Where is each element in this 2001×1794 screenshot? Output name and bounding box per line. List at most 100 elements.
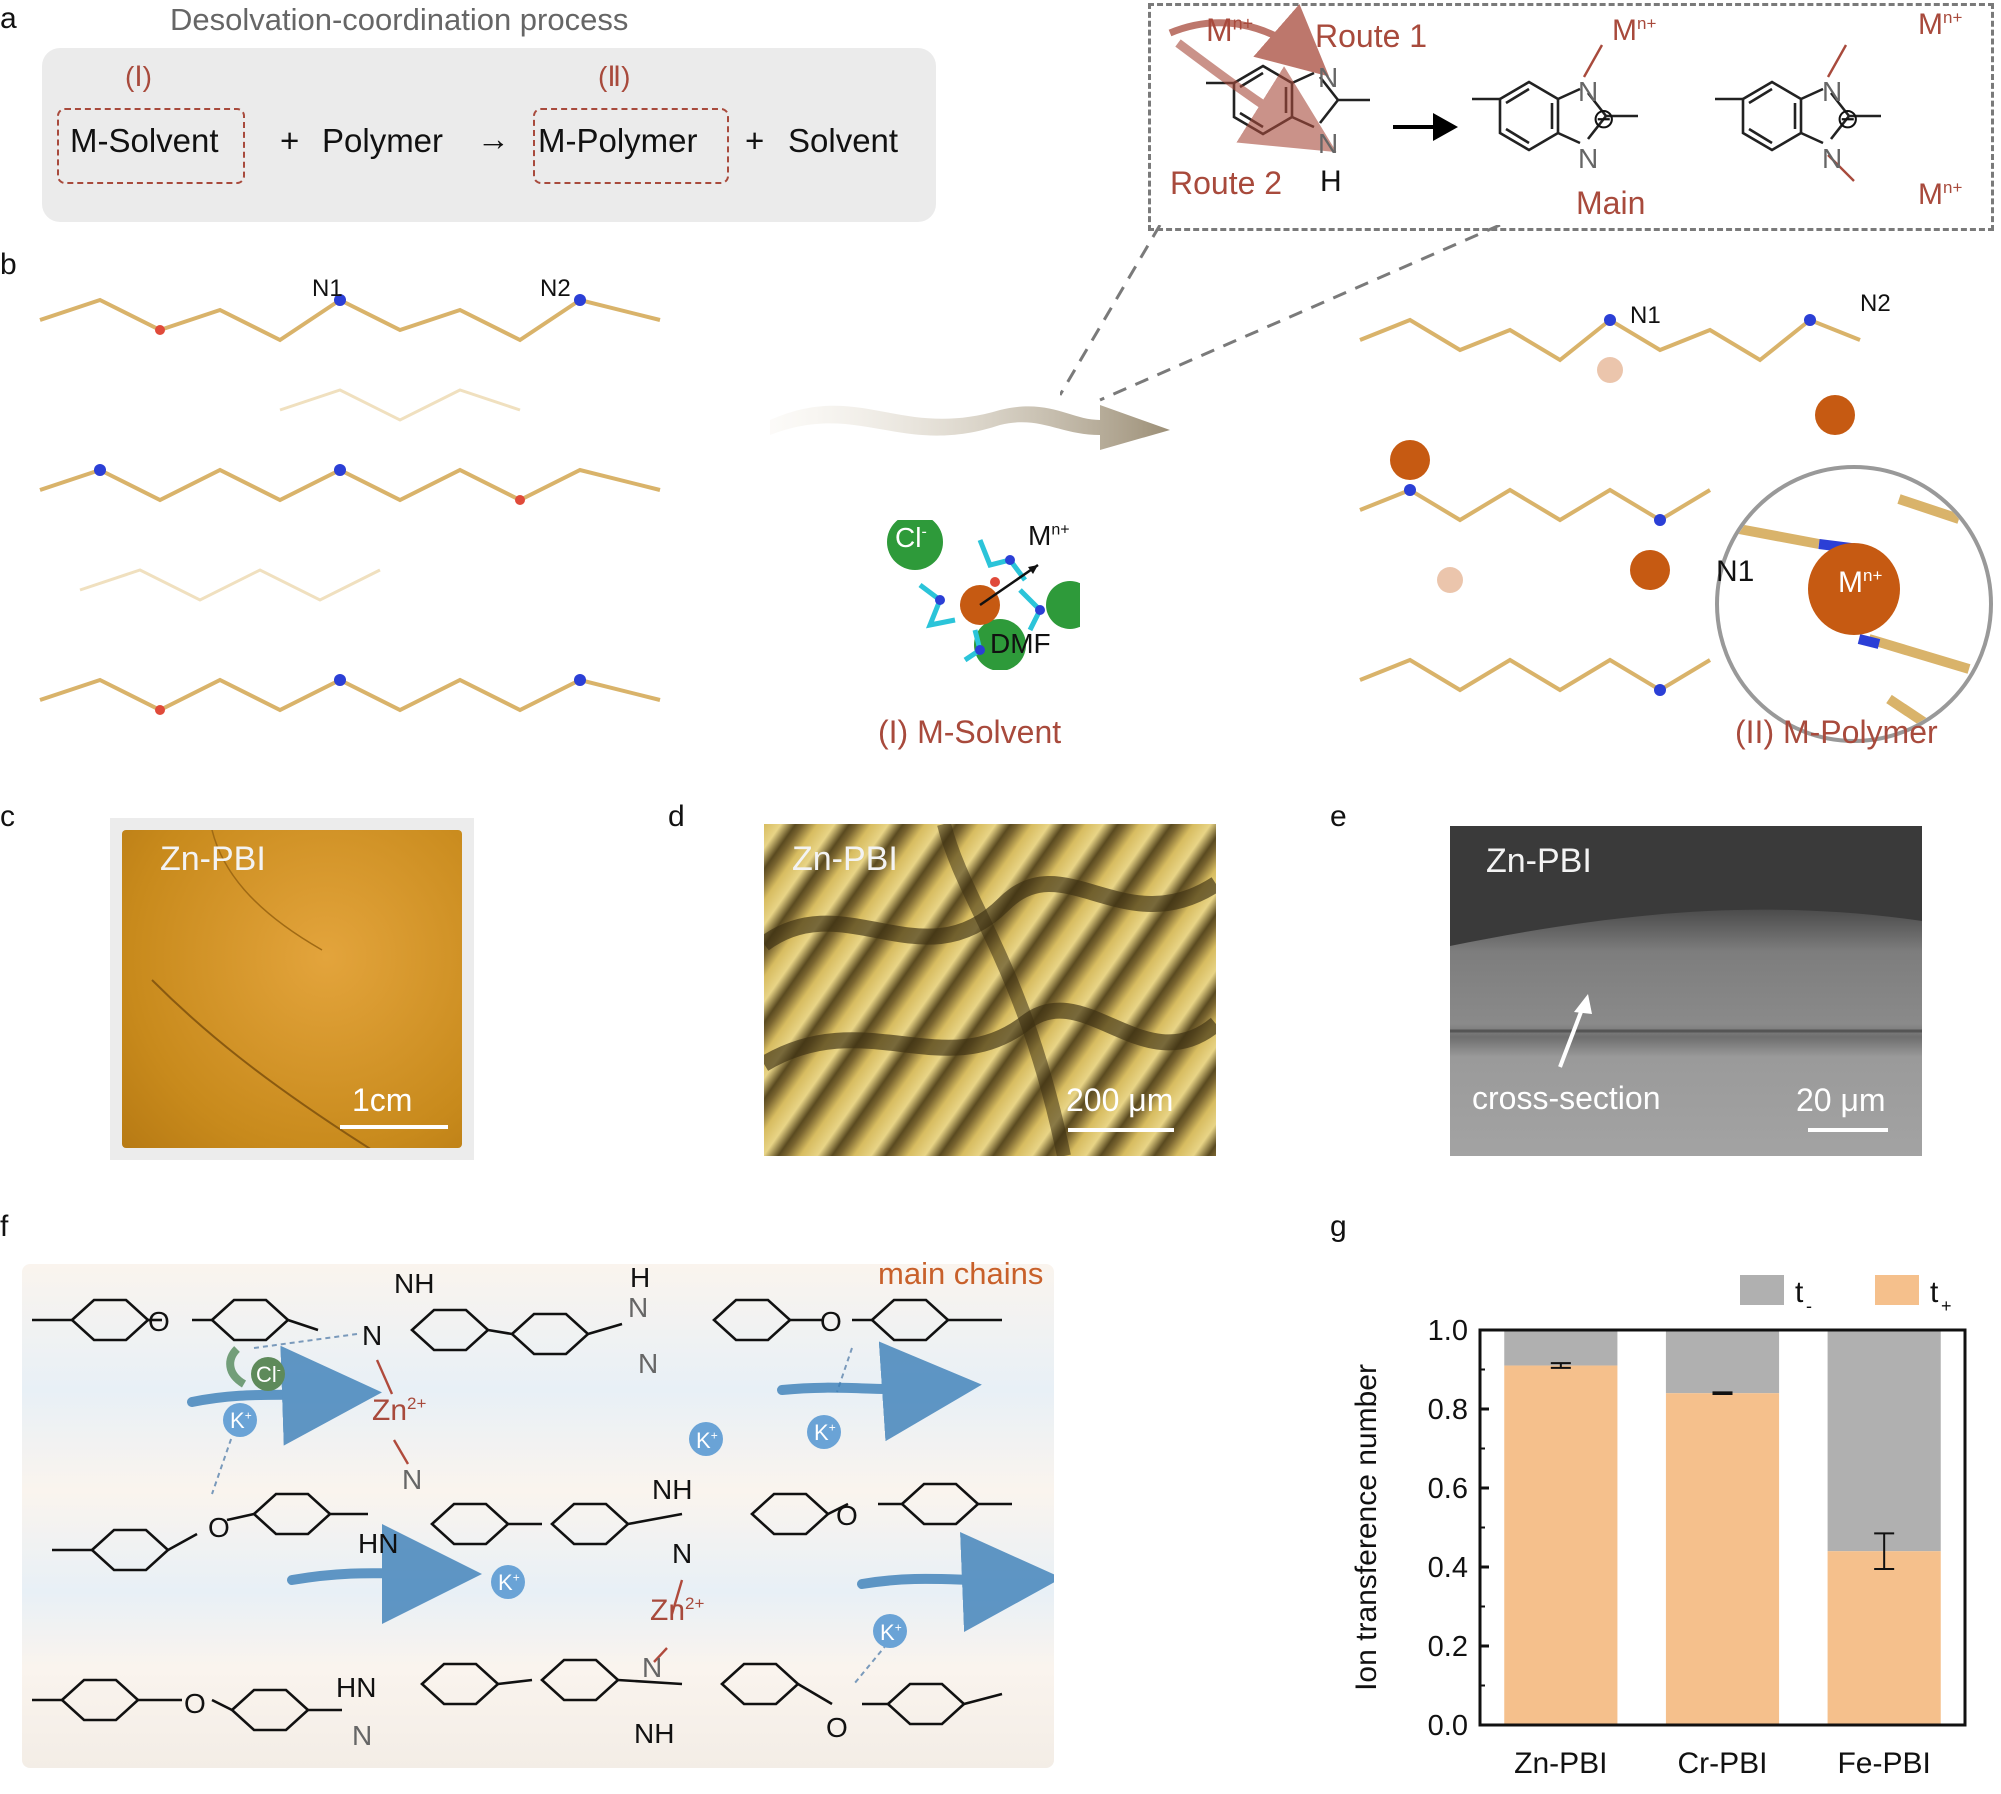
mechanism-arrow-icon xyxy=(1393,113,1458,141)
x-tick-label: Zn-PBI xyxy=(1514,1747,1607,1780)
f-k-2: K+ xyxy=(696,1428,718,1453)
panel-label-g: g xyxy=(1330,1210,1347,1243)
panel-label-b: b xyxy=(0,248,17,281)
panel-label-f: f xyxy=(0,1210,9,1243)
f-k-1: K+ xyxy=(230,1408,252,1433)
polymer-text: Polymer xyxy=(322,122,444,159)
m-solvent-metal-label: Mn+ xyxy=(1028,520,1070,551)
panel-label-d: d xyxy=(668,800,685,833)
f-hn-2: HN xyxy=(336,1672,377,1703)
route-2-arrow xyxy=(1175,39,1337,153)
legend-label-t-plus: t xyxy=(1930,1276,1939,1309)
bar-t-minus xyxy=(1665,1330,1780,1394)
legend-sub-t-minus: - xyxy=(1806,1296,1812,1316)
zoom-metal: Mn+ xyxy=(1838,566,1883,599)
route-1-arrow xyxy=(1168,4,1330,77)
panel-c-label: Zn-PBI xyxy=(160,840,266,878)
panel-a-box xyxy=(42,48,936,222)
transition-arrow xyxy=(770,405,1170,450)
x-tick-label: Fe-PBI xyxy=(1837,1747,1930,1780)
mech-metal-main: Mn+ xyxy=(1612,14,1657,47)
mech-n-bi-bottom: N xyxy=(1822,143,1843,174)
benzimidazole-3 xyxy=(1715,80,1881,152)
panel-a-title: Desolvation-coordination process xyxy=(170,2,629,37)
m-solvent-caption: (I) M-Solvent xyxy=(878,714,1062,750)
f-n-1: N xyxy=(362,1320,383,1351)
panel-label-e: e xyxy=(1330,800,1347,833)
benzimidazole-2 xyxy=(1472,80,1638,152)
y-axis-label: Ion transference number xyxy=(1350,1364,1383,1691)
n1-left: N1 xyxy=(312,275,343,302)
cl-label: Cl- xyxy=(895,522,927,553)
bar-t-plus xyxy=(1504,1365,1618,1725)
plus-2: + xyxy=(745,122,765,159)
f-cl: Cl- xyxy=(256,1362,281,1387)
f-n-6: N xyxy=(642,1652,663,1683)
main-chains-label: main chains xyxy=(878,1256,1044,1291)
mechanism-dashed-box xyxy=(1148,3,1994,231)
f-hn-1: HN xyxy=(358,1528,399,1559)
mech-n-bi-top: N xyxy=(1822,76,1843,107)
mech-minus-bi: ⊖ xyxy=(1836,103,1860,134)
panel-a-tag-1: (Ⅰ) xyxy=(125,61,152,92)
route-1-label: Route 1 xyxy=(1315,18,1428,54)
panel-c-scale-text: 1cm xyxy=(352,1082,413,1118)
n2-left: N2 xyxy=(540,275,571,302)
bar-t-plus xyxy=(1665,1393,1780,1725)
panel-d-scalebar xyxy=(1068,1128,1174,1132)
m-solvent-text: M-Solvent xyxy=(70,122,219,159)
mech-metal-route: Mn+ xyxy=(1206,12,1254,48)
f-k-3: K+ xyxy=(814,1420,836,1445)
f-o-2: O xyxy=(820,1306,842,1337)
legend-swatch-t-plus xyxy=(1875,1275,1919,1305)
mech-minus-main: ⊖ xyxy=(1592,103,1616,134)
y-tick-label: 0.6 xyxy=(1428,1473,1468,1505)
zoom-n1: N1 xyxy=(1716,555,1755,588)
panel-e-scalebar xyxy=(1808,1128,1888,1132)
reaction-arrow: → xyxy=(477,120,510,157)
zoom-dashed-lines xyxy=(1060,225,1501,402)
mech-h: H xyxy=(1320,165,1342,198)
panel-a-tag-2: (Ⅱ) xyxy=(598,61,631,92)
sem-image xyxy=(1450,826,1922,1156)
mech-n-main-bottom: N xyxy=(1578,143,1599,174)
f-zn-2: Zn2+ xyxy=(650,1594,705,1627)
m-polymer-text: M-Polymer xyxy=(538,122,698,159)
route-2-label: Route 2 xyxy=(1170,165,1283,201)
mech-n-bottom: N xyxy=(1318,128,1339,159)
zn-pbi-photo xyxy=(110,818,474,1160)
y-tick-label: 0.2 xyxy=(1428,1631,1468,1663)
panel-e-label: Zn-PBI xyxy=(1486,842,1592,880)
bar-t-plus xyxy=(1827,1551,1941,1725)
f-n-3: N xyxy=(638,1348,659,1379)
n1-right: N1 xyxy=(1630,302,1661,329)
panel-e-scale-text: 20 μm xyxy=(1796,1082,1886,1118)
mechanism-diagram xyxy=(1168,4,1881,182)
f-o-4: O xyxy=(836,1500,858,1531)
f-nh-2: NH xyxy=(652,1474,693,1505)
f-n-5: N xyxy=(672,1538,693,1569)
panel-c-scalebar xyxy=(340,1125,448,1129)
panel-label-a: a xyxy=(0,2,17,35)
f-k-5: K+ xyxy=(880,1620,902,1645)
mech-metal-bi-top: Mn+ xyxy=(1918,8,1963,41)
f-o-3: O xyxy=(208,1512,230,1543)
f-o-1: O xyxy=(148,1306,170,1337)
y-tick-label: 1.0 xyxy=(1428,1315,1468,1347)
main-label: Main xyxy=(1576,185,1646,221)
plus-1: + xyxy=(280,122,300,159)
cross-section-label: cross-section xyxy=(1472,1080,1661,1116)
bar-t-minus xyxy=(1504,1330,1618,1366)
n2-right: N2 xyxy=(1860,290,1891,317)
m-solvent-molecule xyxy=(887,520,1080,670)
mech-n-main-top: N xyxy=(1578,76,1599,107)
panel-label-c: c xyxy=(0,800,15,833)
dmf-label: DMF xyxy=(990,628,1051,659)
y-tick-label: 0.4 xyxy=(1428,1552,1468,1584)
zn-pbi-micrograph xyxy=(764,824,1216,1156)
f-n-4: N xyxy=(402,1464,423,1495)
y-tick-label: 0.0 xyxy=(1428,1710,1468,1742)
solvent-text: Solvent xyxy=(788,122,899,159)
panel-f-structure xyxy=(32,1298,1054,1732)
